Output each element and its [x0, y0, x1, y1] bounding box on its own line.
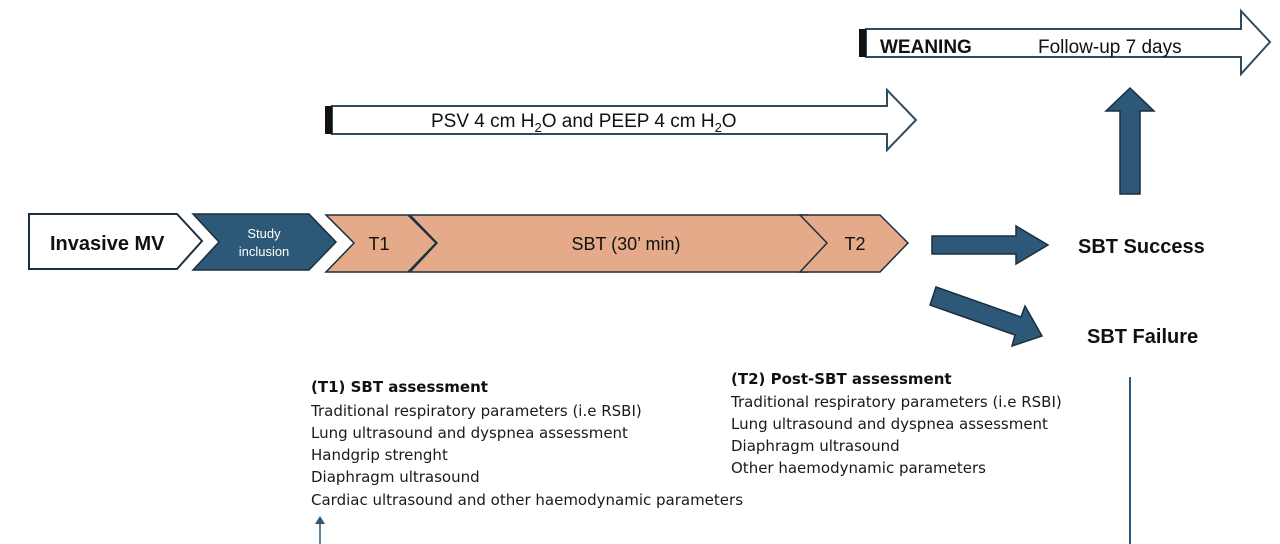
- psv-label: PSV 4 cm H2O and PEEP 4 cm H2O: [431, 111, 737, 135]
- t1-pointer-arrow: [315, 516, 325, 544]
- t2-label: T2: [844, 234, 865, 254]
- sbt-failure-label: SBT Failure: [1087, 326, 1198, 348]
- invasive-mv-label: Invasive MV: [50, 233, 165, 255]
- up-arrow-to-weaning: [1104, 86, 1156, 195]
- weaning-arrow: WEANING Follow-up 7 days: [859, 8, 1272, 77]
- weaning-label: WEANING: [880, 37, 972, 58]
- t1-item: Lung ultrasound and dyspnea assessment: [311, 424, 628, 442]
- weaning-followup: Follow-up 7 days: [1038, 37, 1182, 58]
- timeline: Invasive MV Study inclusion T1 SBT (30’ …: [28, 213, 910, 273]
- weaning-arrow-bar: [859, 29, 866, 57]
- study-inclusion-line2: inclusion: [239, 244, 290, 259]
- t2-item: Traditional respiratory parameters (i.e …: [730, 393, 1062, 411]
- t1-item: Diaphragm ultrasound: [311, 468, 480, 486]
- study-inclusion-line1: Study: [247, 226, 281, 241]
- t2-item: Other haemodynamic parameters: [731, 459, 986, 477]
- t1-chevron: [324, 214, 438, 273]
- t1-item: Traditional respiratory parameters (i.e …: [310, 402, 642, 420]
- sbt-success-label: SBT Success: [1078, 236, 1205, 258]
- t2-assessment-title: (T2) Post-SBT assessment: [731, 370, 952, 388]
- invasive-mv-chevron: [28, 213, 204, 270]
- t2-chevron: [798, 214, 910, 273]
- t2-assessment-block: (T2) Post-SBT assessment Traditional res…: [730, 370, 1062, 477]
- success-arrow: [931, 224, 1050, 266]
- t2-item: Lung ultrasound and dyspnea assessment: [731, 415, 1048, 433]
- t2-item: Diaphragm ultrasound: [731, 437, 900, 455]
- t1-assessment-title: (T1) SBT assessment: [311, 378, 488, 396]
- t1-label: T1: [368, 234, 389, 254]
- psv-arrow-bar: [325, 106, 332, 134]
- t1-item: Cardiac ultrasound and other haemodynami…: [311, 491, 743, 509]
- study-inclusion-chevron: [191, 213, 338, 271]
- failure-arrow: [929, 286, 1044, 348]
- t1-item: Handgrip strenght: [311, 446, 448, 464]
- psv-arrow: PSV 4 cm H2O and PEEP 4 cm H2O: [325, 87, 918, 153]
- sbt-label: SBT (30’ min): [571, 234, 680, 254]
- t1-assessment-block: (T1) SBT assessment Traditional respirat…: [310, 378, 743, 509]
